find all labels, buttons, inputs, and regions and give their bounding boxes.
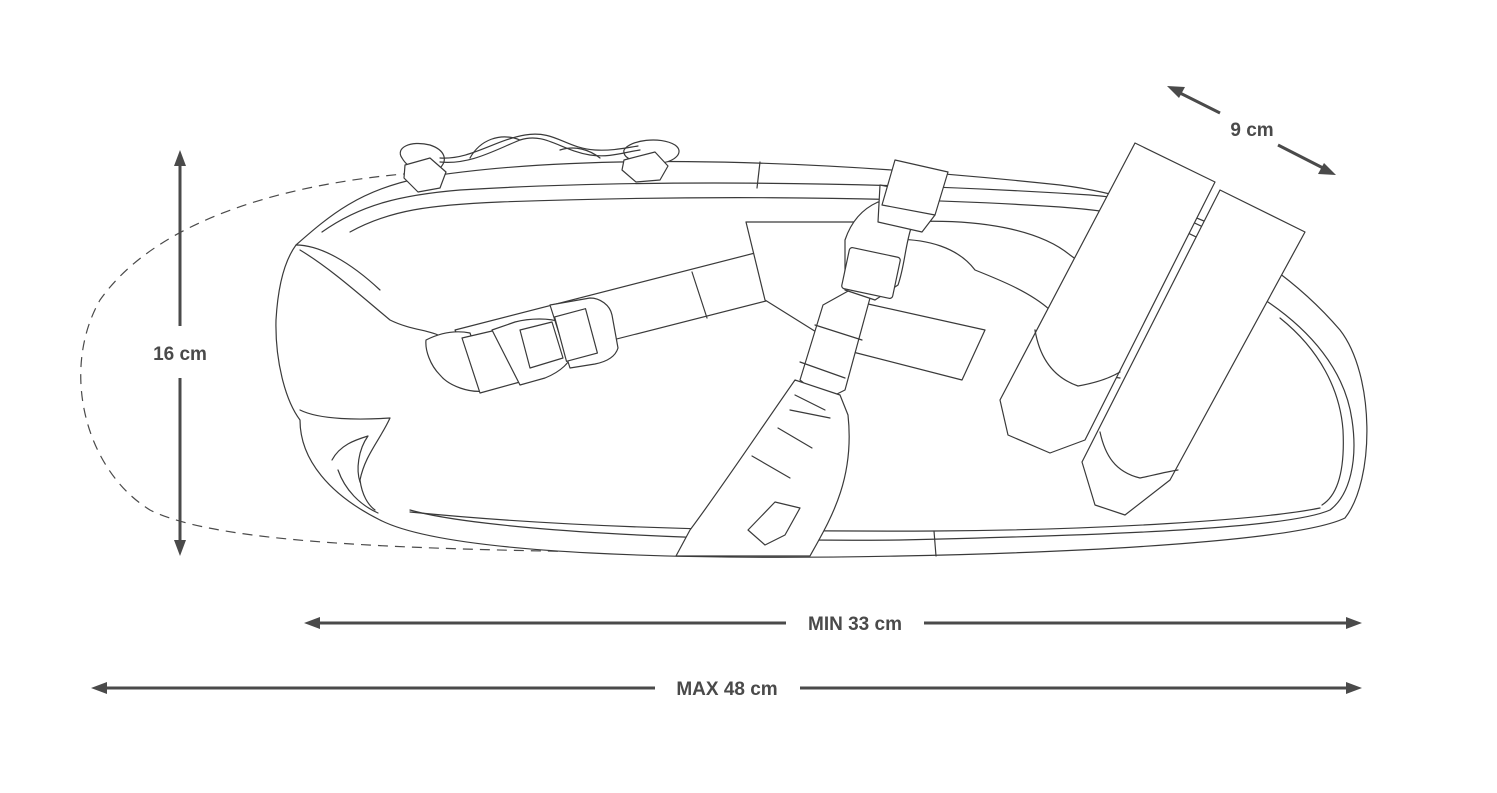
center-strap xyxy=(675,159,986,557)
height-dimension: 16 cm xyxy=(153,150,207,556)
depth-label: 9 cm xyxy=(1230,120,1273,141)
side-compression-strap xyxy=(425,252,771,394)
depth-dimension: 9 cm xyxy=(1167,86,1336,175)
rail-straps xyxy=(999,142,1306,516)
max-length-dimension: MAX 48 cm xyxy=(91,679,1362,700)
max-extension-outline xyxy=(80,171,681,554)
height-label: 16 cm xyxy=(153,344,207,365)
min-length-label: MIN 33 cm xyxy=(808,614,902,635)
min-length-dimension: MIN 33 cm xyxy=(304,614,1362,635)
max-length-label: MAX 48 cm xyxy=(676,679,777,700)
bungee-cord xyxy=(399,133,680,193)
